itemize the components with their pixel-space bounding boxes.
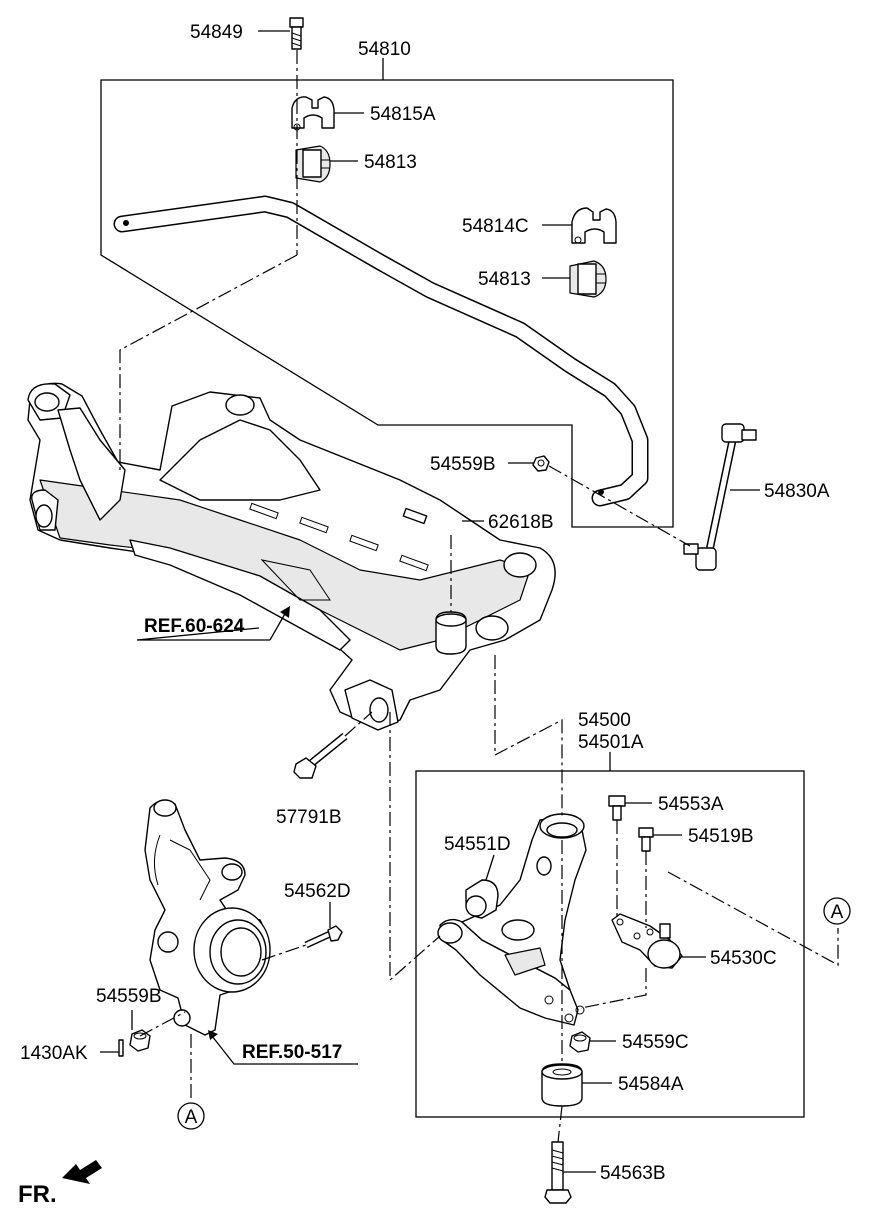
bushing-54551D: [465, 879, 499, 919]
subframe-bushing: [435, 611, 467, 655]
reference-labels: REF.60-624 REF.50-517: [144, 616, 342, 1063]
ref-60-624[interactable]: REF.60-624: [144, 616, 245, 637]
label-54519B: 54519B: [688, 826, 754, 847]
label-54551D: 54551D: [444, 834, 511, 855]
nut-54559B-lower: [129, 1029, 151, 1052]
subframe-crossmember: [27, 382, 556, 731]
part-labels: 54849 54810 54815A 54813 54814C 54813 54…: [20, 22, 830, 1184]
label-54813-lower: 54813: [478, 269, 531, 290]
label-62618B: 62618B: [488, 512, 554, 533]
bolt-54562D: [304, 925, 343, 949]
label-54559C: 54559C: [622, 1032, 689, 1053]
stabilizer-group-box: [100, 58, 674, 528]
ref-50-517[interactable]: REF.50-517: [242, 1042, 342, 1063]
label-54500: 54500: [578, 710, 631, 731]
bushing-54813-upper: [295, 145, 331, 183]
label-57791B: 57791B: [276, 807, 342, 828]
bolt-54553A: [608, 795, 626, 821]
label-54559B-upper: 54559B: [430, 454, 496, 475]
label-54530C: 54530C: [710, 948, 777, 969]
label-54553A: 54553A: [658, 794, 724, 815]
ball-joint-54530C: [611, 913, 683, 969]
bracket-54815A: [291, 96, 335, 131]
steering-knuckle: [144, 799, 271, 1036]
front-direction-indicator: FR.: [18, 1160, 102, 1208]
marker-a-right: A: [823, 897, 851, 925]
label-54849: 54849: [190, 22, 243, 43]
label-1430AK: 1430AK: [20, 1043, 88, 1064]
bushing-54584A: [541, 1063, 583, 1107]
nut-54559B-upper: [532, 455, 550, 472]
label-54563B: 54563B: [600, 1163, 666, 1184]
bolt-54519B: [638, 827, 654, 852]
marker-a-bottom: A: [177, 1102, 205, 1130]
stabilizer-link-54830A: [683, 423, 757, 571]
front-arrow-icon: [62, 1160, 102, 1184]
label-54814C: 54814C: [462, 216, 529, 237]
bolt-54563B: [544, 1141, 572, 1204]
pin-1430AK: [118, 1039, 124, 1057]
lower-arm-group-box: [415, 752, 805, 1118]
marker-a-bottom-label: A: [185, 1107, 198, 1128]
bolt-54849: [289, 17, 304, 50]
bushing-54813-lower: [569, 260, 607, 298]
bolt-57791B: [293, 732, 348, 779]
fr-label: FR.: [18, 1181, 57, 1208]
leader-lines: [100, 30, 760, 1173]
marker-a-right-label: A: [831, 902, 844, 923]
assembly-lines: [119, 50, 839, 1143]
lower-control-arm: [437, 813, 587, 1026]
nut-54559C: [569, 1031, 591, 1053]
bracket-54814C: [571, 207, 617, 244]
label-54815A: 54815A: [370, 104, 436, 125]
label-54559B-lower: 54559B: [96, 986, 162, 1007]
stabilizer-bar: [113, 195, 649, 507]
label-54830A: 54830A: [764, 481, 830, 502]
label-54501A: 54501A: [578, 732, 644, 753]
label-54813-upper: 54813: [364, 152, 417, 173]
label-54584A: 54584A: [618, 1074, 684, 1095]
label-54810: 54810: [358, 39, 411, 60]
label-54562D: 54562D: [284, 881, 351, 902]
